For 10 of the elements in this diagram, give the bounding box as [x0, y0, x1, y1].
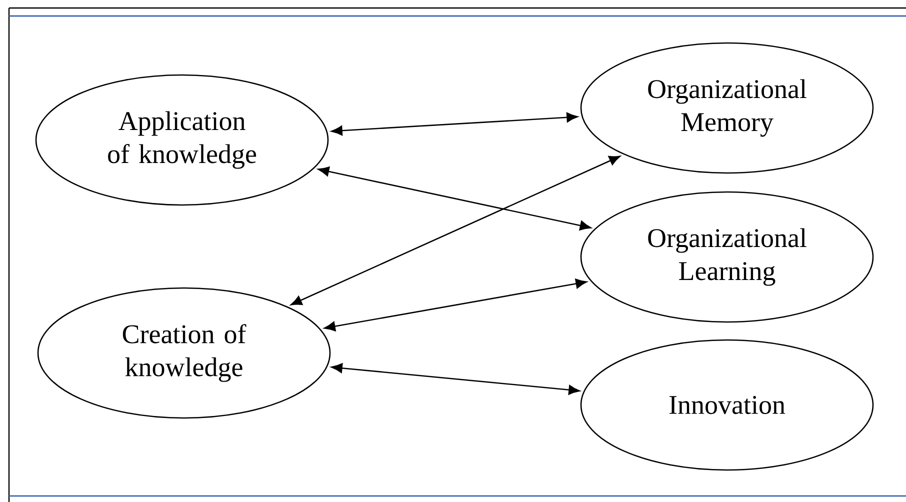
arrow: [290, 156, 620, 306]
arrow: [324, 278, 587, 332]
ellipse-node: Organizational Memory: [580, 42, 874, 174]
ellipse-node: Organizational Learning: [580, 191, 874, 323]
ellipse-node: Innovation: [580, 339, 874, 471]
arrow: [331, 112, 578, 136]
ellipse-node: Creation of knowledge: [37, 287, 331, 419]
arrow: [331, 363, 580, 395]
ellipse-node: Application of knowledge: [35, 74, 329, 206]
arrow: [318, 166, 592, 230]
